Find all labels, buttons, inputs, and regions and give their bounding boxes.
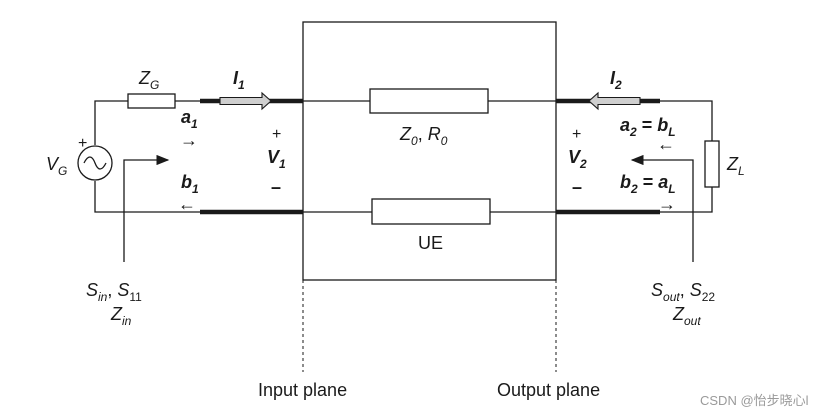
ac-symbol-icon <box>83 156 107 170</box>
wave-b1-arrow: ← <box>178 194 196 214</box>
output-pointer-line <box>630 154 694 262</box>
source-voltage-label: VG <box>46 154 67 178</box>
line-top-element <box>369 88 489 114</box>
input-pointer-line <box>123 154 170 262</box>
current-i1-label: I1 <box>233 68 245 92</box>
voltage-v1-label: V1 <box>267 147 286 171</box>
internal-wiring <box>303 100 556 213</box>
network-box <box>302 21 557 281</box>
load-impedance-label: ZL <box>726 154 745 178</box>
line-top-label: Z0, R0 <box>399 124 448 148</box>
source-impedance-label: ZG <box>138 68 159 92</box>
v1-minus-sign: – <box>271 177 281 197</box>
wave-a1-label: a1 <box>181 107 198 131</box>
output-plane-label: Output plane <box>497 380 600 400</box>
wave-a2-arrow: ← <box>657 134 675 154</box>
watermark-text: CSDN @怡步晓心l <box>700 393 809 408</box>
source-impedance-resistor <box>127 93 176 109</box>
line-bottom-element <box>371 198 491 225</box>
wave-b2-label: b2 = aL <box>620 172 676 196</box>
output-s-params-label: Sout, S22 <box>651 280 715 304</box>
current-i1-arrow <box>219 91 272 111</box>
input-plane-label: Input plane <box>258 380 347 400</box>
wave-a2-label: a2 = bL <box>620 115 676 139</box>
wave-b1-label: b1 <box>181 172 199 196</box>
line-bottom-label: UE <box>418 233 443 253</box>
v2-plus-sign: + <box>572 126 581 143</box>
voltage-v2-label: V2 <box>568 147 587 171</box>
load-circuit <box>660 100 713 213</box>
v1-plus-sign: + <box>272 126 281 143</box>
output-impedance-label: Zout <box>672 304 701 328</box>
current-i2-label: I2 <box>610 68 622 92</box>
load-impedance-resistor <box>704 140 720 188</box>
wave-b2-arrow: → <box>658 194 676 214</box>
wave-a1-arrow: → <box>180 130 198 150</box>
current-i2-arrow <box>588 91 641 111</box>
input-impedance-label: Zin <box>110 304 132 328</box>
input-s-params-label: Sin, S11 <box>86 280 142 304</box>
source-circuit <box>94 100 200 213</box>
v2-minus-sign: – <box>572 177 582 197</box>
source-plus-sign: + <box>78 135 87 152</box>
